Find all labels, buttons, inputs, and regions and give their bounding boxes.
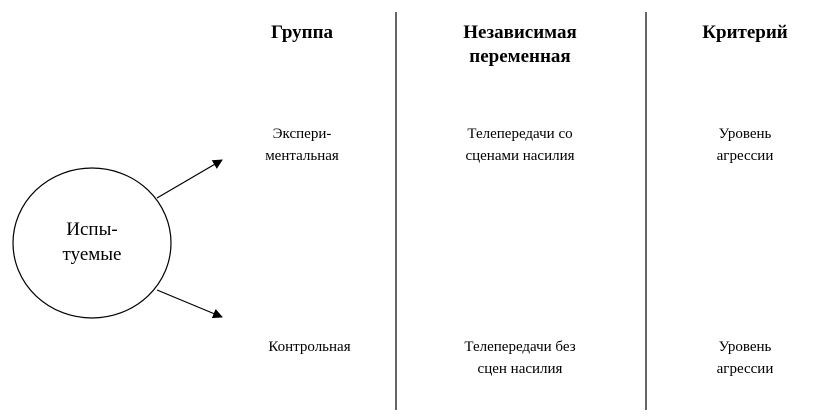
row-control-group: Контрольная bbox=[268, 339, 351, 355]
header-independent-variable: Независимая переменная bbox=[463, 22, 577, 67]
row-control-variable: Телепередачи без сцен насилия bbox=[464, 339, 576, 377]
arrow-to-control bbox=[156, 289, 223, 319]
row-control-criterion: Уровень агрессии bbox=[716, 339, 774, 377]
header-group: Группа bbox=[270, 22, 334, 43]
subjects-circle bbox=[12, 167, 172, 319]
row-experimental-variable: Телепередачи со сценами насилия bbox=[465, 126, 575, 164]
row-experimental-criterion: Уровень агрессии bbox=[716, 126, 774, 164]
subjects-label: Испы- туемые bbox=[62, 219, 122, 265]
row-experimental-group: Экспери- ментальная bbox=[265, 126, 339, 164]
arrow-to-experimental bbox=[156, 159, 223, 199]
header-criterion: Критерий bbox=[702, 22, 788, 43]
